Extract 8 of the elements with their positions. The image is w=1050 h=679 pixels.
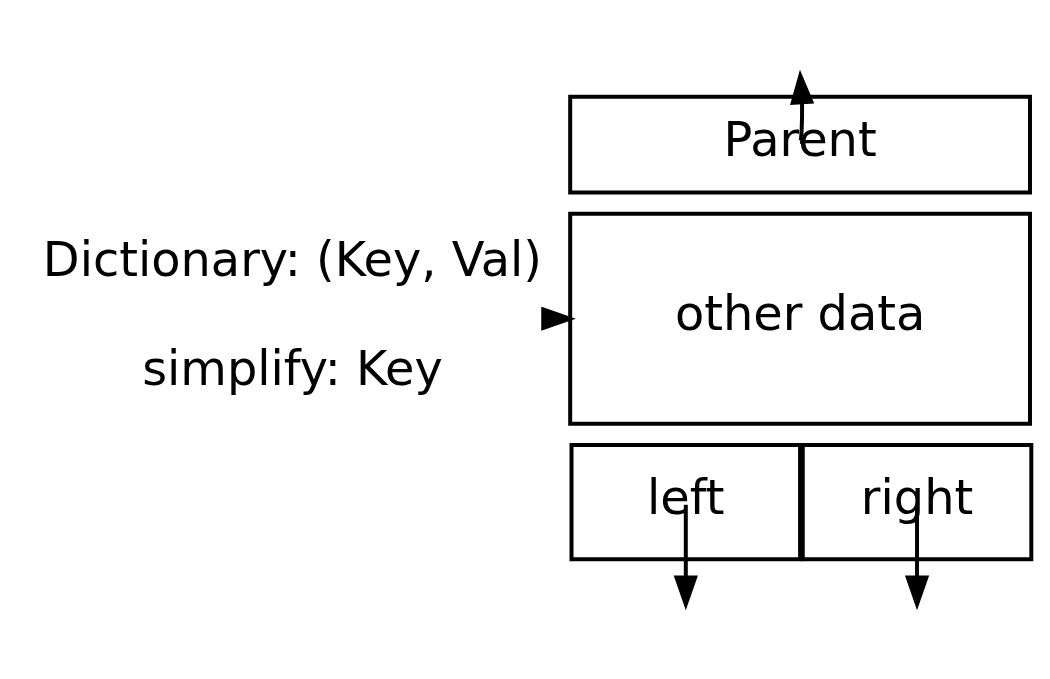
node-box: left [569,442,803,561]
node-box: right [800,442,1034,561]
arrow [904,504,930,610]
node-text: Dictionary: (Key, Val) simplify: Key [42,231,543,396]
arrow [673,504,698,610]
arrow [790,69,815,143]
node-box: Parent [568,94,1032,194]
arrow [541,306,576,331]
